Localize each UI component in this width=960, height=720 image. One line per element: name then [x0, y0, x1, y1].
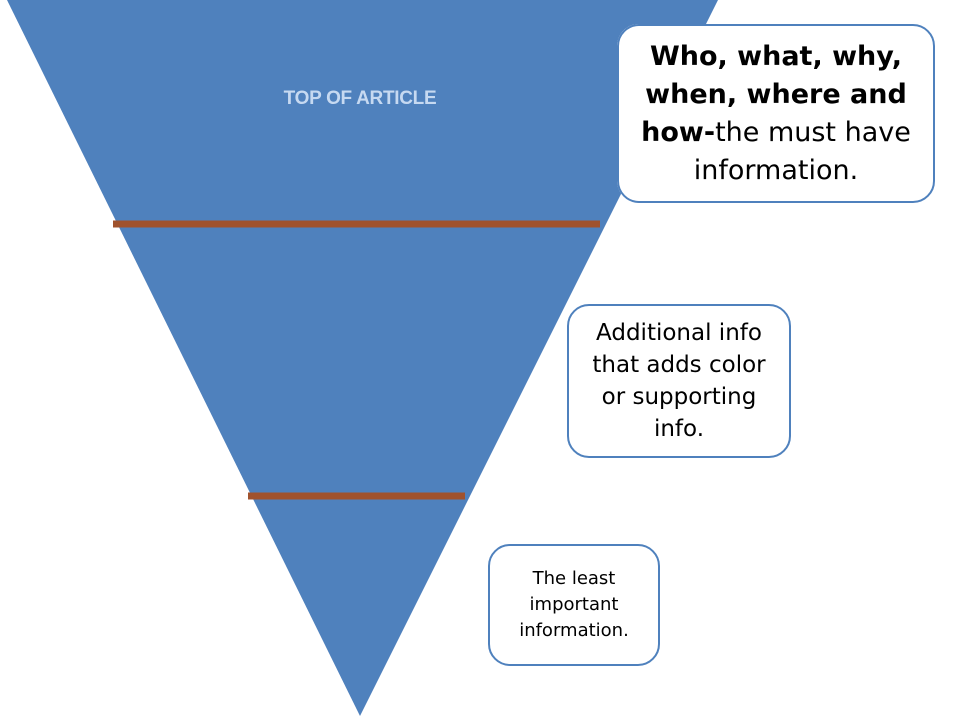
top-of-article-label: TOP OF ARTICLE — [283, 88, 437, 109]
callout-who-what-rest: the must have information. — [693, 116, 911, 186]
callout-additional-info-text: Additional info that adds color or suppo… — [592, 320, 766, 442]
callout-who-what-bold: Who, what, why, when, where and how- — [641, 40, 907, 148]
callout-least-important: The least important information. — [488, 544, 660, 666]
callout-who-what: Who, what, why, when, where and how-the … — [617, 24, 935, 203]
callout-additional-info: Additional info that adds color or suppo… — [567, 304, 791, 458]
pyramid-triangle — [7, 0, 718, 716]
callout-who-what-text: Who, what, why, when, where and how-the … — [631, 38, 921, 190]
callout-least-important-text: The least important information. — [519, 568, 629, 641]
